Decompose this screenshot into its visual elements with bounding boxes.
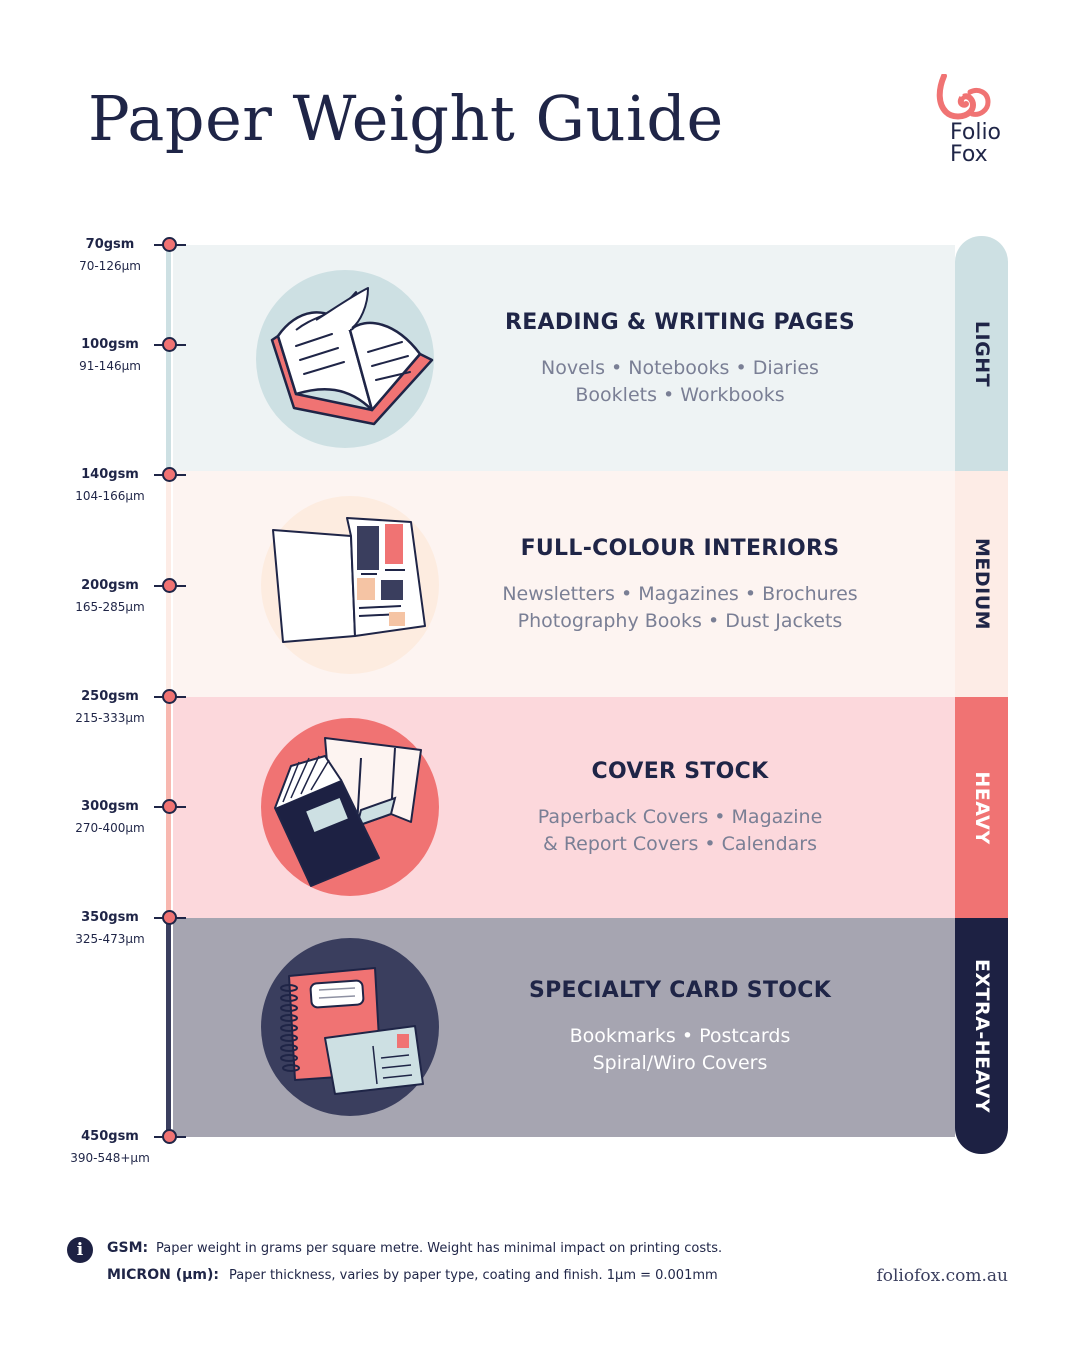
info-icon: i — [67, 1237, 93, 1263]
gsm-label: 100gsm — [81, 337, 139, 352]
category-uses: Newsletters • Magazines • Brochures Phot… — [502, 583, 858, 632]
scale-marker — [162, 910, 177, 925]
micron-label: 270-400µm — [75, 821, 145, 835]
micron-label: 70-126µm — [79, 259, 141, 273]
category-uses: Paperback Covers • Magazine & Report Cov… — [537, 806, 823, 855]
spiral-notebook-postcard-icon — [280, 967, 424, 1095]
scale-marker — [162, 467, 177, 482]
scale-marker — [162, 689, 177, 704]
gsm-label: 450gsm — [81, 1129, 139, 1144]
micron-label: 165-285µm — [75, 600, 145, 614]
brand-name: Folio Fox — [950, 120, 1002, 167]
micron-label: 215-333µm — [75, 711, 145, 725]
scale-marker — [162, 799, 177, 814]
scale-marker — [162, 237, 177, 252]
micron-definition: Paper thickness, varies by paper type, c… — [229, 1268, 718, 1283]
category-heading: READING & WRITING PAGES — [504, 310, 856, 335]
gsm-label: 70gsm — [85, 237, 135, 252]
weight-tab-heavy: HEAVY — [955, 697, 1008, 918]
weight-tab-extra-heavy: EXTRA-HEAVY — [955, 918, 1008, 1154]
magazine-icon — [272, 517, 426, 643]
weight-tab-medium: MEDIUM — [955, 471, 1008, 697]
weight-tab-light: LIGHT — [955, 236, 1008, 471]
gsm-label: 250gsm — [81, 689, 139, 704]
gsm-label: 200gsm — [81, 578, 139, 593]
open-book-icon — [270, 287, 434, 426]
gsm-term: GSM: — [107, 1240, 149, 1256]
gsm-label: 300gsm — [81, 799, 139, 814]
gsm-label: 140gsm — [81, 467, 139, 482]
gsm-definition: Paper weight in grams per square metre. … — [156, 1241, 723, 1256]
scale-marker — [162, 337, 177, 352]
micron-label: 104-166µm — [75, 489, 145, 503]
scale-line — [166, 245, 171, 471]
category-heading: FULL-COLOUR INTERIORS — [520, 536, 840, 561]
website-link[interactable]: foliofox.com.au — [876, 1266, 1008, 1286]
category-uses: Bookmarks • Postcards Spiral/Wiro Covers — [569, 1025, 791, 1074]
category-heading: COVER STOCK — [591, 759, 769, 784]
category-heading: SPECIALTY CARD STOCK — [528, 978, 832, 1003]
page-title: Paper Weight Guide — [88, 82, 724, 155]
micron-label: 325-473µm — [75, 932, 145, 946]
micron-label: 91-146µm — [79, 359, 141, 373]
micron-label: 390-548+µm — [70, 1151, 150, 1165]
scale-marker — [162, 1129, 177, 1144]
category-uses: Novels • Notebooks • Diaries Booklets • … — [541, 357, 819, 406]
micron-term: MICRON (µm): — [107, 1267, 219, 1283]
fox-logo-icon — [936, 74, 991, 120]
gsm-label: 350gsm — [81, 910, 139, 925]
cover-stock-icon — [274, 737, 422, 887]
scale-line — [166, 918, 171, 1137]
scale-marker — [162, 578, 177, 593]
